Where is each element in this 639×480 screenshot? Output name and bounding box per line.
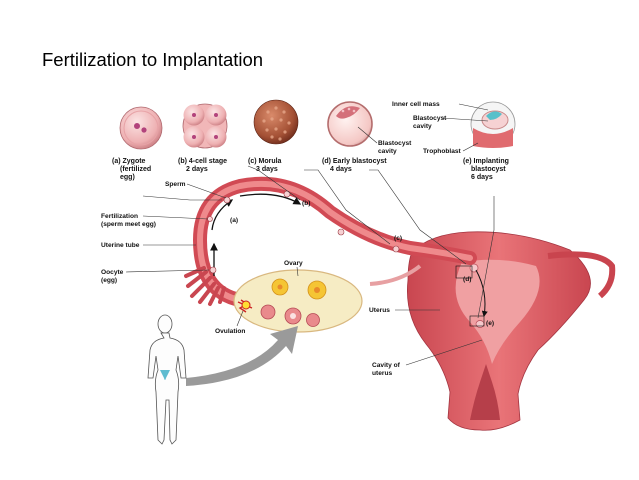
marker-d: (d) xyxy=(463,276,471,283)
fertilization-label: Fertilization (sperm meet egg) xyxy=(101,213,156,228)
stage-caption-line: 3 days xyxy=(256,166,278,173)
uterus-illustration xyxy=(407,231,616,431)
cavity-of-uterus-label: Cavity of uterus xyxy=(372,362,402,377)
blastocyst-cavity-label: Blastocyst cavity xyxy=(378,140,413,155)
stage-caption-line: (e) Implanting xyxy=(463,158,509,165)
four-cell-image xyxy=(182,103,228,149)
implanting-blastocyst-image xyxy=(470,101,516,148)
stage-caption-line: (fertilized xyxy=(120,166,151,173)
ovulation-label: Ovulation xyxy=(215,328,245,335)
slide-title: Fertilization to Implantation xyxy=(42,49,264,70)
silhouette-uterus-mark xyxy=(160,370,170,380)
marker-c: (c) xyxy=(394,235,402,242)
uterus-label: Uterus xyxy=(369,307,390,314)
ovary-illustration xyxy=(233,264,422,333)
stage-caption-line: (d) Early blastocyst xyxy=(322,158,387,165)
stage-caption-line: blastocyst xyxy=(471,166,506,173)
blastocyst-labels: Inner cell mass Blastocyst cavity Blasto… xyxy=(357,101,489,155)
ovary-label: Ovary xyxy=(284,260,303,267)
trophoblast-label: Trophoblast xyxy=(423,148,462,155)
uterine-tube-label: Uterine tube xyxy=(101,242,140,249)
anatomy-labels: Sperm Fertilization (sperm meet egg) Ute… xyxy=(101,181,483,377)
stage-caption-line: 4 days xyxy=(330,166,352,173)
sperm-label: Sperm xyxy=(165,181,186,188)
stage-caption-line: (c) Morula xyxy=(248,158,282,165)
blastocyst-cavity-label-top: Blastocyst cavity xyxy=(413,115,448,130)
stage-caption-line: egg) xyxy=(120,174,135,181)
gray-arrow xyxy=(186,326,298,386)
stage-caption-line: (b) 4-cell stage xyxy=(178,158,227,165)
marker-b: (b) xyxy=(302,200,310,207)
path-markers: (a) (b) (c) (d) (e) xyxy=(230,200,494,327)
early-blastocyst-image xyxy=(327,101,373,147)
inner-cell-mass-label: Inner cell mass xyxy=(392,101,440,108)
stage-caption-line: (a) Zygote xyxy=(112,158,146,165)
stage-caption-line: 2 days xyxy=(186,166,208,173)
uterine-tube xyxy=(184,176,477,307)
marker-a: (a) xyxy=(230,217,238,224)
marker-e: (e) xyxy=(486,320,494,327)
stage-leader-lines xyxy=(142,165,495,319)
zygote-image xyxy=(119,106,163,150)
oocyte-label: Oocyte (egg) xyxy=(101,269,125,284)
female-silhouette xyxy=(147,314,187,445)
stage-caption-line: 6 days xyxy=(471,174,493,181)
morula-image xyxy=(253,99,299,145)
